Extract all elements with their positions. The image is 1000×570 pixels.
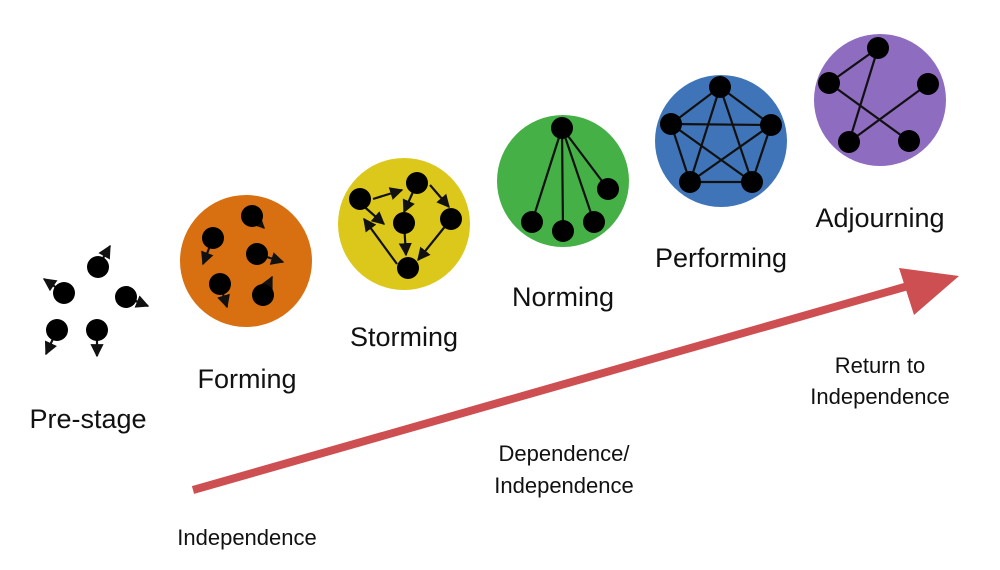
phase-label-return-line1: Return to <box>835 353 926 378</box>
member-node <box>241 205 263 227</box>
stage-label-forming: Forming <box>197 364 296 394</box>
member-node <box>660 113 682 135</box>
progression-arrow-shaft <box>191 280 917 494</box>
member-node <box>246 243 268 265</box>
pre-stage-group <box>42 244 150 358</box>
member-node <box>252 284 274 306</box>
storming-group <box>338 158 470 290</box>
performing-group <box>655 75 787 207</box>
phase-label-dependence-line1: Dependence/ <box>499 441 631 466</box>
member-node <box>397 257 419 279</box>
member-node <box>583 211 605 233</box>
stage-label-performing: Performing <box>655 243 787 273</box>
forming-group <box>180 195 312 327</box>
stage-label-pre-stage: Pre-stage <box>29 404 146 434</box>
member-node <box>760 114 782 136</box>
member-node <box>867 37 889 59</box>
member-node <box>202 227 224 249</box>
member-node <box>53 282 75 304</box>
member-node <box>393 212 415 234</box>
member-node <box>406 172 428 194</box>
phase-label-dependence-line2: Independence <box>494 473 633 498</box>
progression-arrow-head <box>899 268 959 315</box>
member-node <box>87 256 109 278</box>
phase-label-independence: Independence <box>177 525 316 550</box>
norming-group <box>497 115 629 247</box>
member-node <box>838 131 860 153</box>
adjourning-group <box>814 34 946 166</box>
stage-label-adjourning: Adjourning <box>815 203 944 233</box>
member-node <box>209 273 231 295</box>
member-node <box>552 220 574 242</box>
member-node <box>115 286 137 308</box>
member-node <box>709 76 731 98</box>
phase-label-return-line2: Independence <box>810 384 949 409</box>
stage-label-norming: Norming <box>512 282 614 312</box>
member-node <box>521 211 543 233</box>
progression-arrow <box>191 268 959 494</box>
member-node <box>551 117 573 139</box>
member-node <box>440 208 462 230</box>
member-node <box>917 73 939 95</box>
member-node <box>818 72 840 94</box>
member-node <box>898 130 920 152</box>
member-node <box>597 178 619 200</box>
member-node <box>349 188 371 210</box>
member-node <box>46 319 68 341</box>
member-node <box>679 171 701 193</box>
stage-label-storming: Storming <box>350 322 458 352</box>
member-node <box>86 319 108 341</box>
member-node <box>741 171 763 193</box>
